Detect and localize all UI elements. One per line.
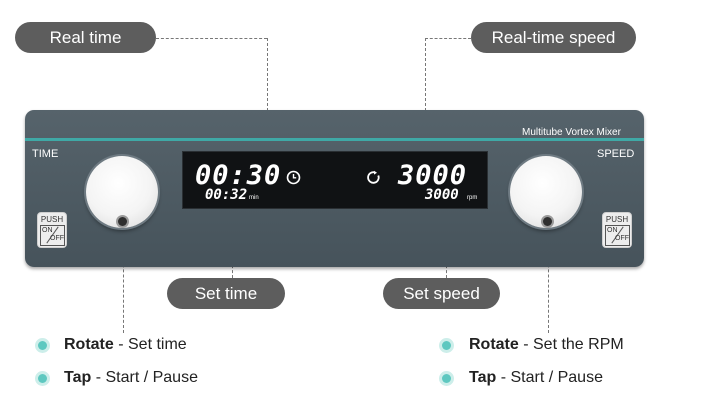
speed-knob-indicator: [543, 217, 552, 226]
real-speed-readout: 3000: [398, 160, 468, 191]
set-time-readout: 00:32: [205, 187, 248, 203]
legend-desc: - Start / Pause: [496, 369, 603, 386]
on-label: ON: [42, 227, 53, 234]
off-label: OFF: [615, 235, 629, 242]
time-knob-leader: [123, 224, 124, 333]
time-push-button[interactable]: PUSH ON OFF: [37, 212, 67, 248]
set-time-unit: min: [249, 195, 259, 201]
speed-push-button[interactable]: PUSH ON OFF: [602, 212, 632, 248]
push-label: PUSH: [605, 215, 629, 224]
set-speed-unit: rpm: [467, 195, 478, 201]
real-speed-leader-h: [425, 38, 471, 39]
accent-strip: [25, 138, 644, 141]
speed-knob[interactable]: [510, 156, 582, 228]
legend-right-rotate: Rotate - Set the RPM: [469, 336, 624, 354]
legend-action: Tap: [64, 369, 92, 386]
set-time-callout: Set time: [167, 278, 285, 309]
speed-label: SPEED: [597, 148, 635, 160]
legend-right-tap: Tap - Start / Pause: [469, 369, 603, 387]
real-time-leader-h: [156, 38, 267, 39]
lcd-display: 00:30 3000 00:32 min 3000 rpm: [182, 151, 488, 209]
legend-desc: - Set the RPM: [518, 336, 624, 353]
push-label: PUSH: [40, 215, 64, 224]
real-speed-leader-v: [425, 38, 426, 166]
real-time-speed-callout: Real-time speed: [471, 22, 636, 53]
real-time-readout: 00:30: [195, 160, 282, 191]
legend-bullet: [38, 374, 47, 383]
legend-left-tap: Tap - Start / Pause: [64, 369, 198, 387]
legend-desc: - Set time: [113, 336, 187, 353]
set-speed-callout: Set speed: [383, 278, 500, 309]
legend-action: Tap: [469, 369, 497, 386]
time-knob[interactable]: [86, 156, 158, 228]
legend-action: Rotate: [64, 336, 114, 353]
legend-desc: - Start / Pause: [91, 369, 198, 386]
legend-left-rotate: Rotate - Set time: [64, 336, 187, 354]
model-name: Multitube Vortex Mixer: [522, 127, 621, 138]
speed-knob-leader: [548, 224, 549, 333]
time-knob-indicator: [118, 217, 127, 226]
legend-bullet: [442, 341, 451, 350]
time-label: TIME: [32, 148, 59, 160]
rotation-icon: [367, 170, 380, 184]
off-label: OFF: [50, 235, 64, 242]
on-label: ON: [607, 227, 618, 234]
vortex-mixer-panel: Multitube Vortex Mixer TIME SPEED PUSH O…: [25, 110, 644, 267]
clock-icon: [286, 170, 301, 185]
real-time-leader-v: [267, 38, 268, 166]
on-off-switch: ON OFF: [40, 225, 65, 246]
real-time-callout: Real time: [15, 22, 156, 53]
legend-bullet: [442, 374, 451, 383]
legend-action: Rotate: [469, 336, 519, 353]
on-off-switch: ON OFF: [605, 225, 630, 246]
set-speed-readout: 3000: [425, 187, 459, 203]
legend-bullet: [38, 341, 47, 350]
